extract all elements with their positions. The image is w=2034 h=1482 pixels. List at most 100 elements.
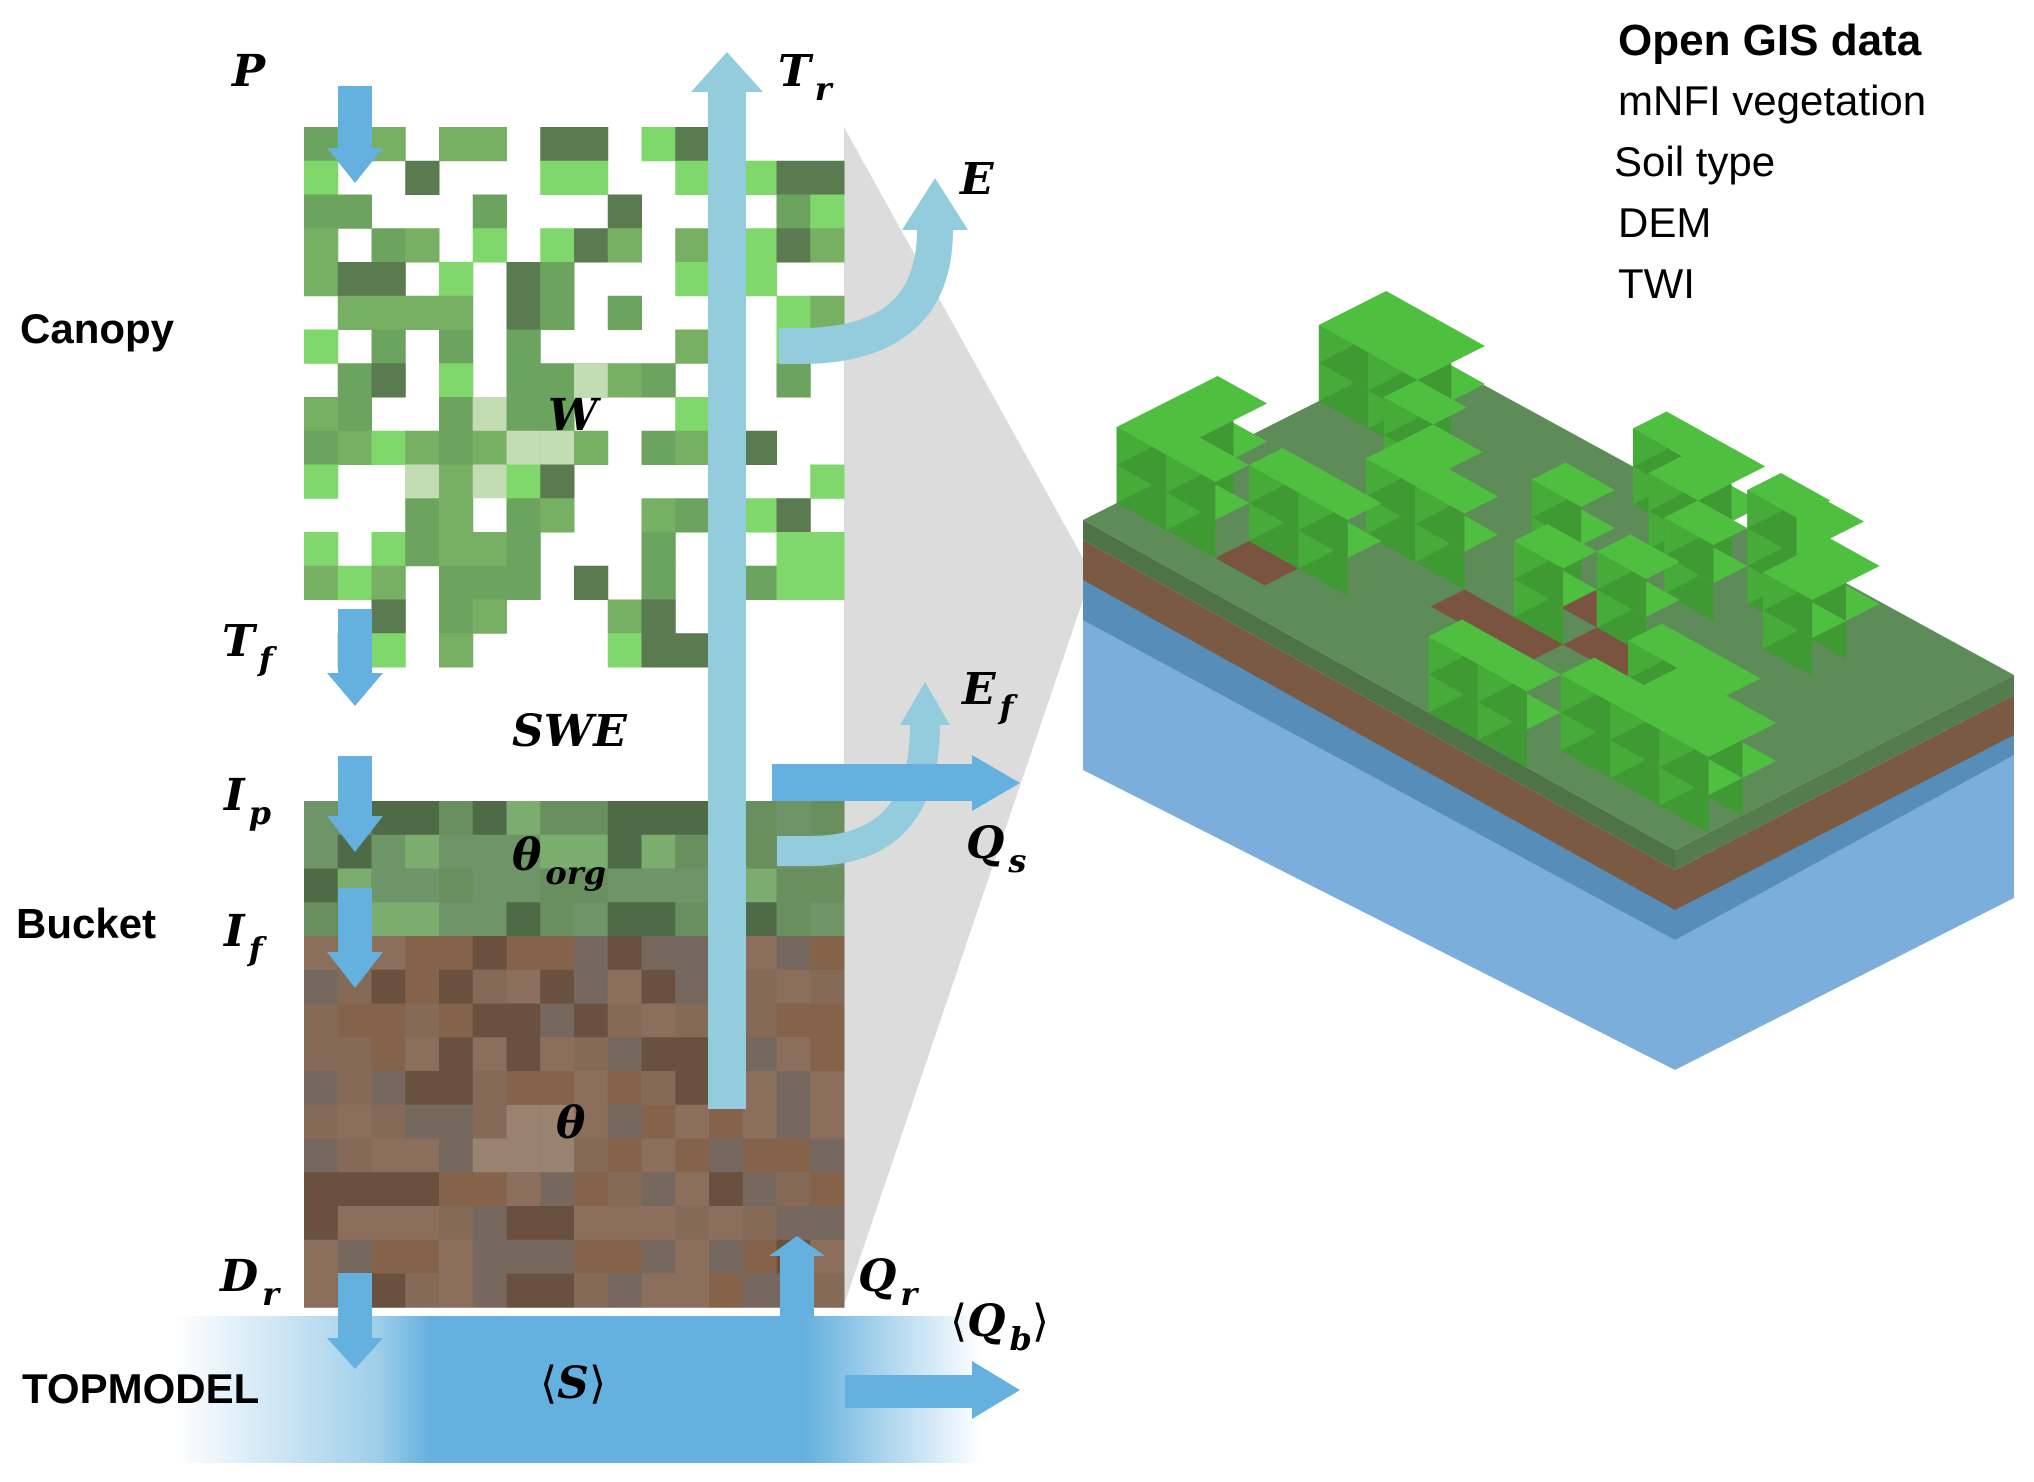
soil-pixel <box>574 1239 609 1274</box>
soil-pixel <box>810 1206 845 1241</box>
organic-pixel <box>810 902 845 937</box>
canopy-pixel <box>675 397 710 432</box>
canopy-pixel <box>641 599 676 634</box>
soil-pixel <box>709 1206 744 1241</box>
organic-pixel <box>675 868 710 903</box>
soil-edge-right <box>1675 695 2014 910</box>
soil-pixel <box>742 969 777 1004</box>
soil-pixel <box>574 969 609 1004</box>
canopy-pixel <box>439 363 474 398</box>
soil-pixel <box>742 1138 777 1173</box>
organic-pixel <box>810 801 845 836</box>
soil-patch <box>1563 627 1647 672</box>
soil-pixel <box>540 1206 575 1241</box>
canopy-pixel <box>405 430 440 465</box>
canopy-pixel <box>641 565 676 600</box>
canopy-pixel <box>607 295 642 330</box>
soil-pixel <box>776 1037 811 1072</box>
canopy-pixel <box>472 599 507 634</box>
soil-pixel <box>776 1071 811 1106</box>
soil-pixel <box>405 1172 440 1207</box>
soil-pixel <box>540 1037 575 1072</box>
soil-pixel <box>337 1071 372 1106</box>
soil-pixel <box>574 936 609 971</box>
organic-pixel <box>439 868 474 903</box>
evaporation-arrow <box>779 229 953 364</box>
leaf-block-top <box>1762 555 1846 600</box>
canopy-pixel <box>810 565 845 600</box>
soil-pixel <box>574 1206 609 1241</box>
canopy-pixel <box>439 295 474 330</box>
soil-pixel <box>675 1104 710 1139</box>
canopy-pixel <box>641 363 676 398</box>
soil-pixel <box>337 1239 372 1274</box>
canopy-pixel <box>641 633 676 668</box>
soil-pixel <box>742 1037 777 1072</box>
gis-data-panel: Open GIS data mNFI vegetation Soil type … <box>1614 12 1926 314</box>
soil-pixel <box>574 1138 609 1173</box>
soil-pixel <box>304 1071 339 1106</box>
canopy-pixel <box>742 160 777 195</box>
soil-pixel <box>540 1239 575 1274</box>
canopy-pixel <box>540 295 575 330</box>
canopy-highlight-pixel <box>472 397 507 431</box>
soil-pixel <box>506 1003 541 1038</box>
leaf-block-top <box>1632 411 1716 456</box>
water-right-face <box>1675 715 2014 1070</box>
soil-pixel <box>810 1273 845 1308</box>
canopy-pixel <box>607 599 642 634</box>
canopy-pixel <box>472 532 507 567</box>
soil-pixel <box>371 1239 406 1274</box>
canopy-pixel <box>439 565 474 600</box>
topmodel-layer-label: TOPMODEL <box>22 1365 260 1412</box>
leaf-block-top <box>1796 538 1880 583</box>
soil-pixel <box>506 1206 541 1241</box>
canopy-pixel <box>742 430 777 465</box>
canopy-pixel <box>506 295 541 330</box>
return-flow-arrow <box>769 1236 825 1318</box>
evaporation-symbol: E <box>960 154 994 205</box>
soil-pixel <box>742 936 777 971</box>
soil-pixel <box>337 1206 372 1241</box>
canopy-pixel <box>540 160 575 195</box>
canopy-pixel <box>506 329 541 364</box>
canopy-pixel <box>574 228 609 263</box>
canopy-highlight-pixel <box>574 363 608 397</box>
soil-pixel <box>337 1172 372 1207</box>
organic-pixel <box>641 834 676 869</box>
soil-pixel <box>439 1003 474 1038</box>
transpiration-arrow <box>691 52 763 1109</box>
organic-pixel <box>371 834 406 869</box>
leaf-block-top <box>1368 335 1452 380</box>
canopy-pixel <box>405 295 440 330</box>
evaporation-arrow-head <box>902 178 968 230</box>
soil-pixel <box>304 1138 339 1173</box>
organic-pixel <box>574 868 609 903</box>
organic-pixel <box>574 834 609 869</box>
soil-pixel <box>810 1104 845 1139</box>
soil-pixel <box>439 1239 474 1274</box>
canopy-layer-label: Canopy <box>20 305 175 352</box>
canopy-pixel <box>405 160 440 195</box>
canopy-pixel <box>371 430 406 465</box>
leaf-block-top <box>1531 462 1615 507</box>
canopy-pixel <box>675 127 710 162</box>
canopy-pixel <box>337 430 372 465</box>
organic-pixel <box>742 834 777 869</box>
leaf-block-top <box>1477 647 1561 692</box>
soil-pixel <box>742 1273 777 1308</box>
organic-pixel <box>742 902 777 937</box>
leaf-block-top <box>1513 524 1597 569</box>
organic-pixel <box>439 834 474 869</box>
canopy-pixel <box>675 160 710 195</box>
soil-pixel <box>675 1138 710 1173</box>
soil-pixel <box>439 1138 474 1173</box>
soil-pixel <box>337 1037 372 1072</box>
canopy-pixel <box>574 160 609 195</box>
soil-patch <box>1480 617 1564 662</box>
soil-pixel <box>337 1003 372 1038</box>
soil-pixel <box>607 1172 642 1207</box>
